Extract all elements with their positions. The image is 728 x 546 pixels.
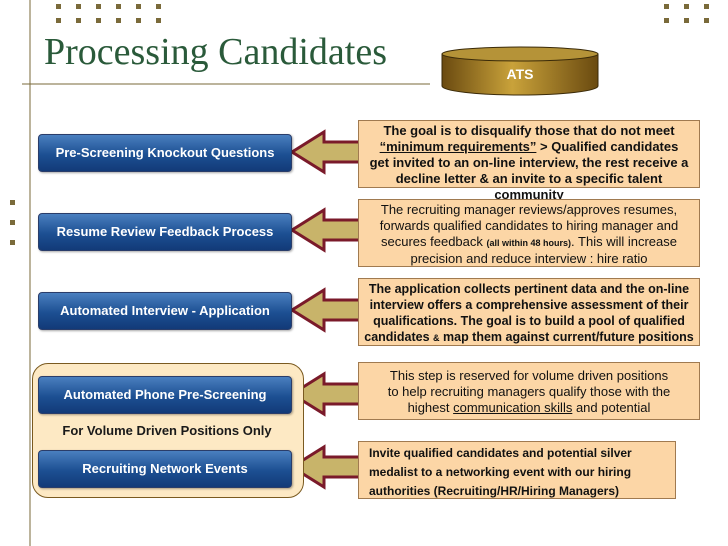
box-5-line-2: medalist to a networking event with our … [369,465,632,479]
recruiting-network-events-button[interactable]: Recruiting Network Events [38,450,292,488]
description-box-4: This step is reserved for volume driven … [358,362,700,420]
top-corner-dots [10,4,709,245]
box-1-line-2-rest: > Qualified candidates [536,139,679,154]
box-4-line-3-a: highest [407,400,454,415]
minimum-requirements-text: “minimum requirements” [379,139,537,154]
box-4-line-1: This step is reserved for volume driven … [389,368,669,383]
within-48-hours-note: (all within 48 hours) [486,238,572,248]
group-label: For Volume Driven Positions Only [62,423,272,438]
resume-review-button[interactable]: Resume Review Feedback Process [38,213,292,251]
pre-screening-button[interactable]: Pre-Screening Knockout Questions [38,134,292,172]
ats-label: ATS [506,66,534,82]
box-3-line-4-a: candidates [364,330,434,344]
box-1-line-3: get invited to an on-line interview, the… [369,155,689,170]
phone-pre-screening-button[interactable]: Automated Phone Pre-Screening [38,376,292,414]
box-3-line-4: candidates & map them against current/fu… [363,329,695,346]
box-3-line-2: interview offers a comprehensive assessm… [369,298,689,312]
communication-skills-text: communication skills [453,400,573,415]
description-box-3: The application collects pertinent data … [358,278,700,346]
box-5-line-3: authorities (Recruiting/HR/Hiring Manage… [369,484,620,498]
arrow-1-icon [289,129,362,175]
page-title: Processing Candidates [44,31,388,73]
box-2-line-3-c: . This will increase [571,234,677,249]
box-2-line-3-a: secures feedback [381,234,487,249]
box-1-line-1: The goal is to disqualify those that do … [383,123,675,138]
box-2-line-2: forwards qualified candidates to hiring … [379,218,679,233]
ats-cylinder-icon [441,46,599,96]
box-3-line-3: qualifications. The goal is to build a p… [373,314,685,328]
description-box-5: Invite qualified candidates and potentia… [358,441,676,499]
box-1-line-4: decline letter & an invite to a specific… [395,171,663,202]
box-4-line-3-c: and potential [572,400,651,415]
box-5-line-1: Invite qualified candidates and potentia… [369,446,632,460]
box-1-line-2: “minimum requirements” > Qualified candi… [363,139,695,155]
box-3-line-4-c: map them against current/future position… [439,330,694,344]
box-4-line-3: highest communication skills and potenti… [363,400,695,416]
ampersand-text: & [433,333,440,343]
box-4-line-2: to help recruiting managers qualify thos… [387,384,671,399]
description-box-2: The recruiting manager reviews/approves … [358,199,700,267]
automated-interview-button[interactable]: Automated Interview - Application [38,292,292,330]
box-2-line-1: The recruiting manager reviews/approves … [380,202,678,217]
description-box-1: The goal is to disqualify those that do … [358,120,700,202]
arrow-2-icon [289,207,362,253]
box-2-line-3: secures feedback (all within 48 hours). … [363,234,695,251]
box-2-line-4: precision and reduce interview : hire ra… [410,251,648,266]
box-3-line-1: The application collects pertinent data … [368,282,690,296]
arrow-3-icon [289,287,362,333]
